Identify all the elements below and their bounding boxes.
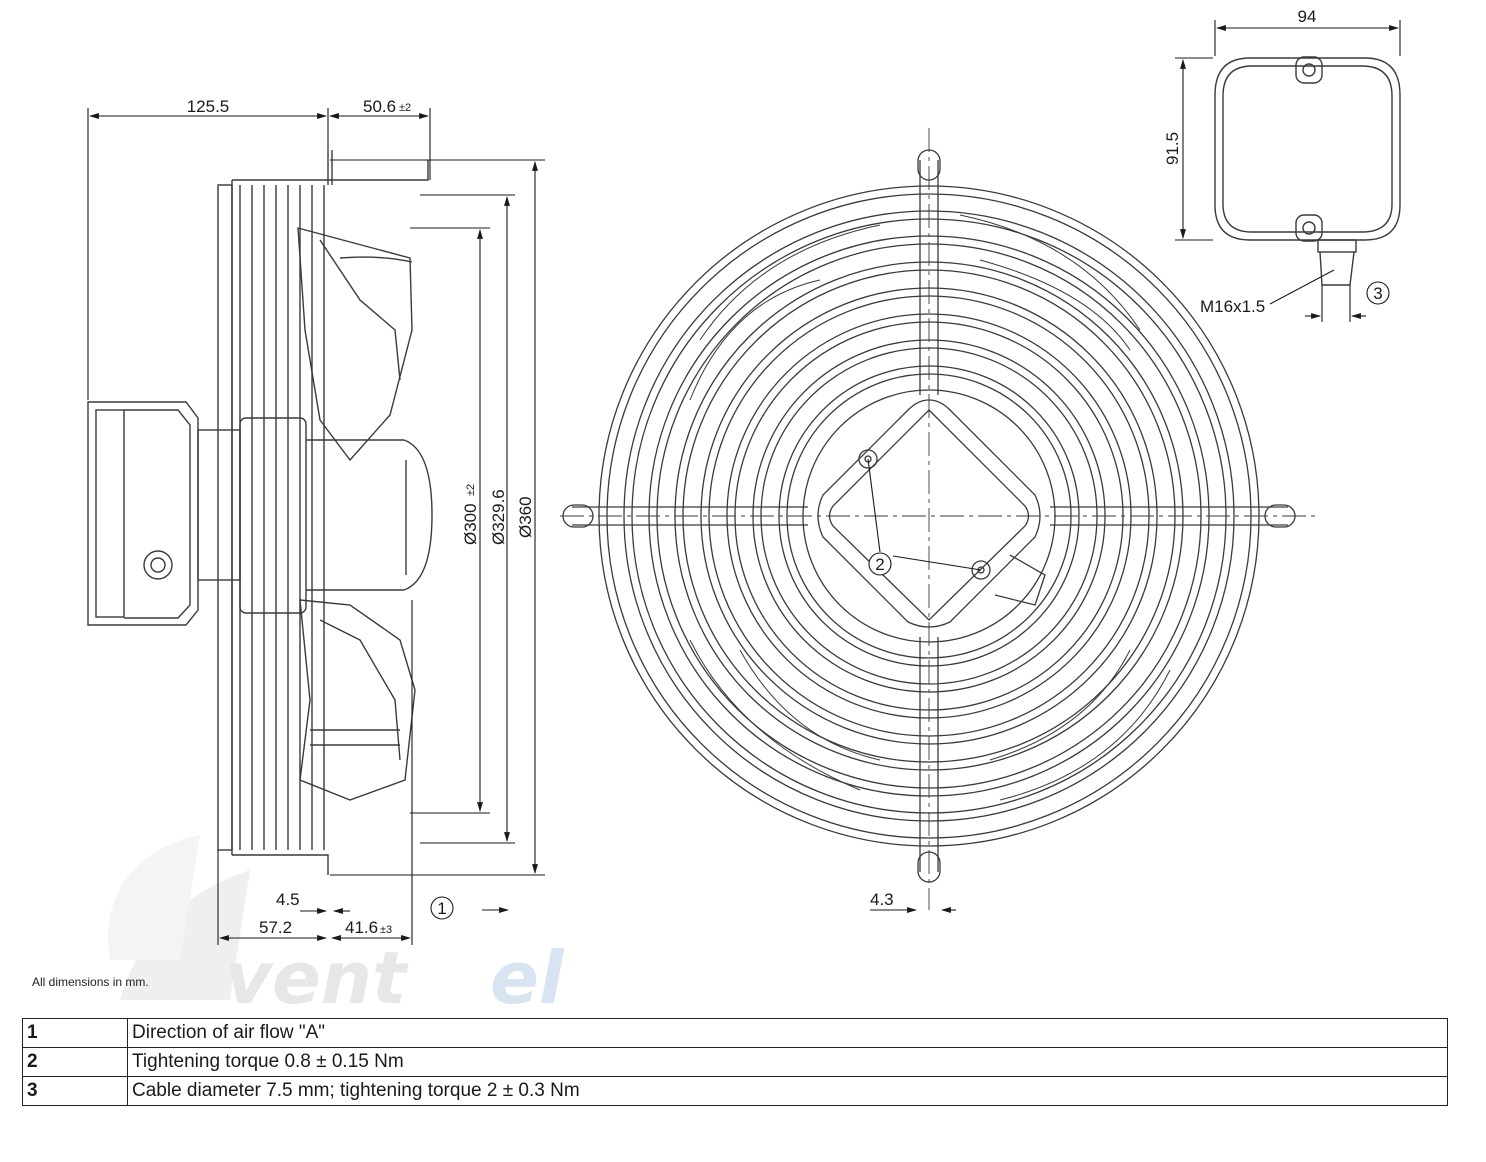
legend-text: Direction of air flow "A" (127, 1018, 1448, 1048)
legend-row: 2 Tightening torque 0.8 ± 0.15 Nm (22, 1047, 1448, 1077)
dim-41-6: 41.6 (345, 918, 378, 937)
dim-91-5: 91.5 (1163, 132, 1182, 165)
units-note: All dimensions in mm. (32, 975, 149, 989)
fan-blades-front (689, 214, 1171, 801)
motor-side (197, 417, 433, 614)
guard-spokes (572, 160, 1288, 872)
guard-rings (598, 185, 1260, 847)
fan-blades-side (297, 227, 416, 801)
motor-hub-front (817, 399, 1046, 628)
dim-41-6-tol: ±3 (380, 924, 392, 936)
dim-d329-6: Ø329.6 (489, 489, 508, 545)
svg-text:3: 3 (1373, 284, 1382, 303)
side-dimensions (87, 108, 545, 945)
dim-57-2: 57.2 (259, 918, 292, 937)
side-view (87, 150, 433, 875)
guard-ring-front (217, 184, 233, 851)
legend-text: Cable diameter 7.5 mm; tightening torque… (127, 1076, 1448, 1106)
dim-125-5: 125.5 (187, 97, 230, 116)
dim-94: 94 (1298, 7, 1317, 26)
dim-4-3: 4.3 (870, 890, 894, 909)
dim-50-6-tol: ±2 (399, 102, 411, 114)
callout-1: 1 (430, 896, 454, 920)
svg-text:1: 1 (437, 899, 446, 918)
front-dimensions (867, 458, 982, 913)
legend-number: 3 (22, 1076, 128, 1106)
legend-text: Tightening torque 0.8 ± 0.15 Nm (127, 1047, 1448, 1077)
mounting-feet (562, 149, 1296, 883)
legend-row: 3 Cable diameter 7.5 mm; tightening torq… (22, 1076, 1448, 1106)
dim-d360: Ø360 (516, 496, 535, 538)
watermark-text-el: el (490, 936, 565, 1020)
terminal-box-side (87, 401, 199, 626)
dim-d300-tol: ±2 (465, 484, 477, 496)
terminal-box-top-view (1214, 56, 1401, 286)
dim-4-5: 4.5 (276, 890, 300, 909)
thread-spec: M16x1.5 (1200, 297, 1265, 316)
legend-number: 2 (22, 1047, 128, 1077)
ventel-watermark: vent el (108, 835, 565, 1020)
callout-2: 2 (868, 552, 892, 576)
svg-text:2: 2 (875, 555, 884, 574)
guard-wires (239, 185, 325, 850)
legend-table: 1 Direction of air flow "A" 2 Tightening… (22, 1018, 1448, 1106)
dim-50-6: 50.6 (363, 97, 396, 116)
dim-d300: Ø300 (461, 503, 480, 545)
legend-row: 1 Direction of air flow "A" (22, 1018, 1448, 1048)
legend-number: 1 (22, 1018, 128, 1048)
terminal-box-dimensions (1175, 20, 1401, 322)
front-view (560, 128, 1320, 910)
callout-3: 3 (1366, 281, 1390, 305)
watermark-text-ven: vent (225, 936, 409, 1020)
